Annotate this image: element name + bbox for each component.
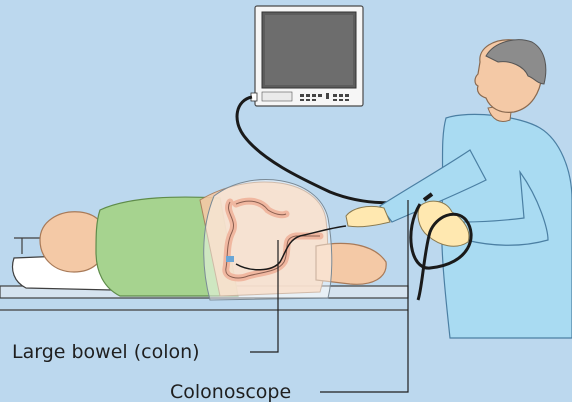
cover-sheet <box>204 180 332 300</box>
large-bowel-label: Large bowel (colon) <box>12 341 200 363</box>
monitor <box>251 6 363 106</box>
colonoscope-label: Colonoscope <box>170 381 291 402</box>
colonoscope-tip <box>226 256 234 262</box>
